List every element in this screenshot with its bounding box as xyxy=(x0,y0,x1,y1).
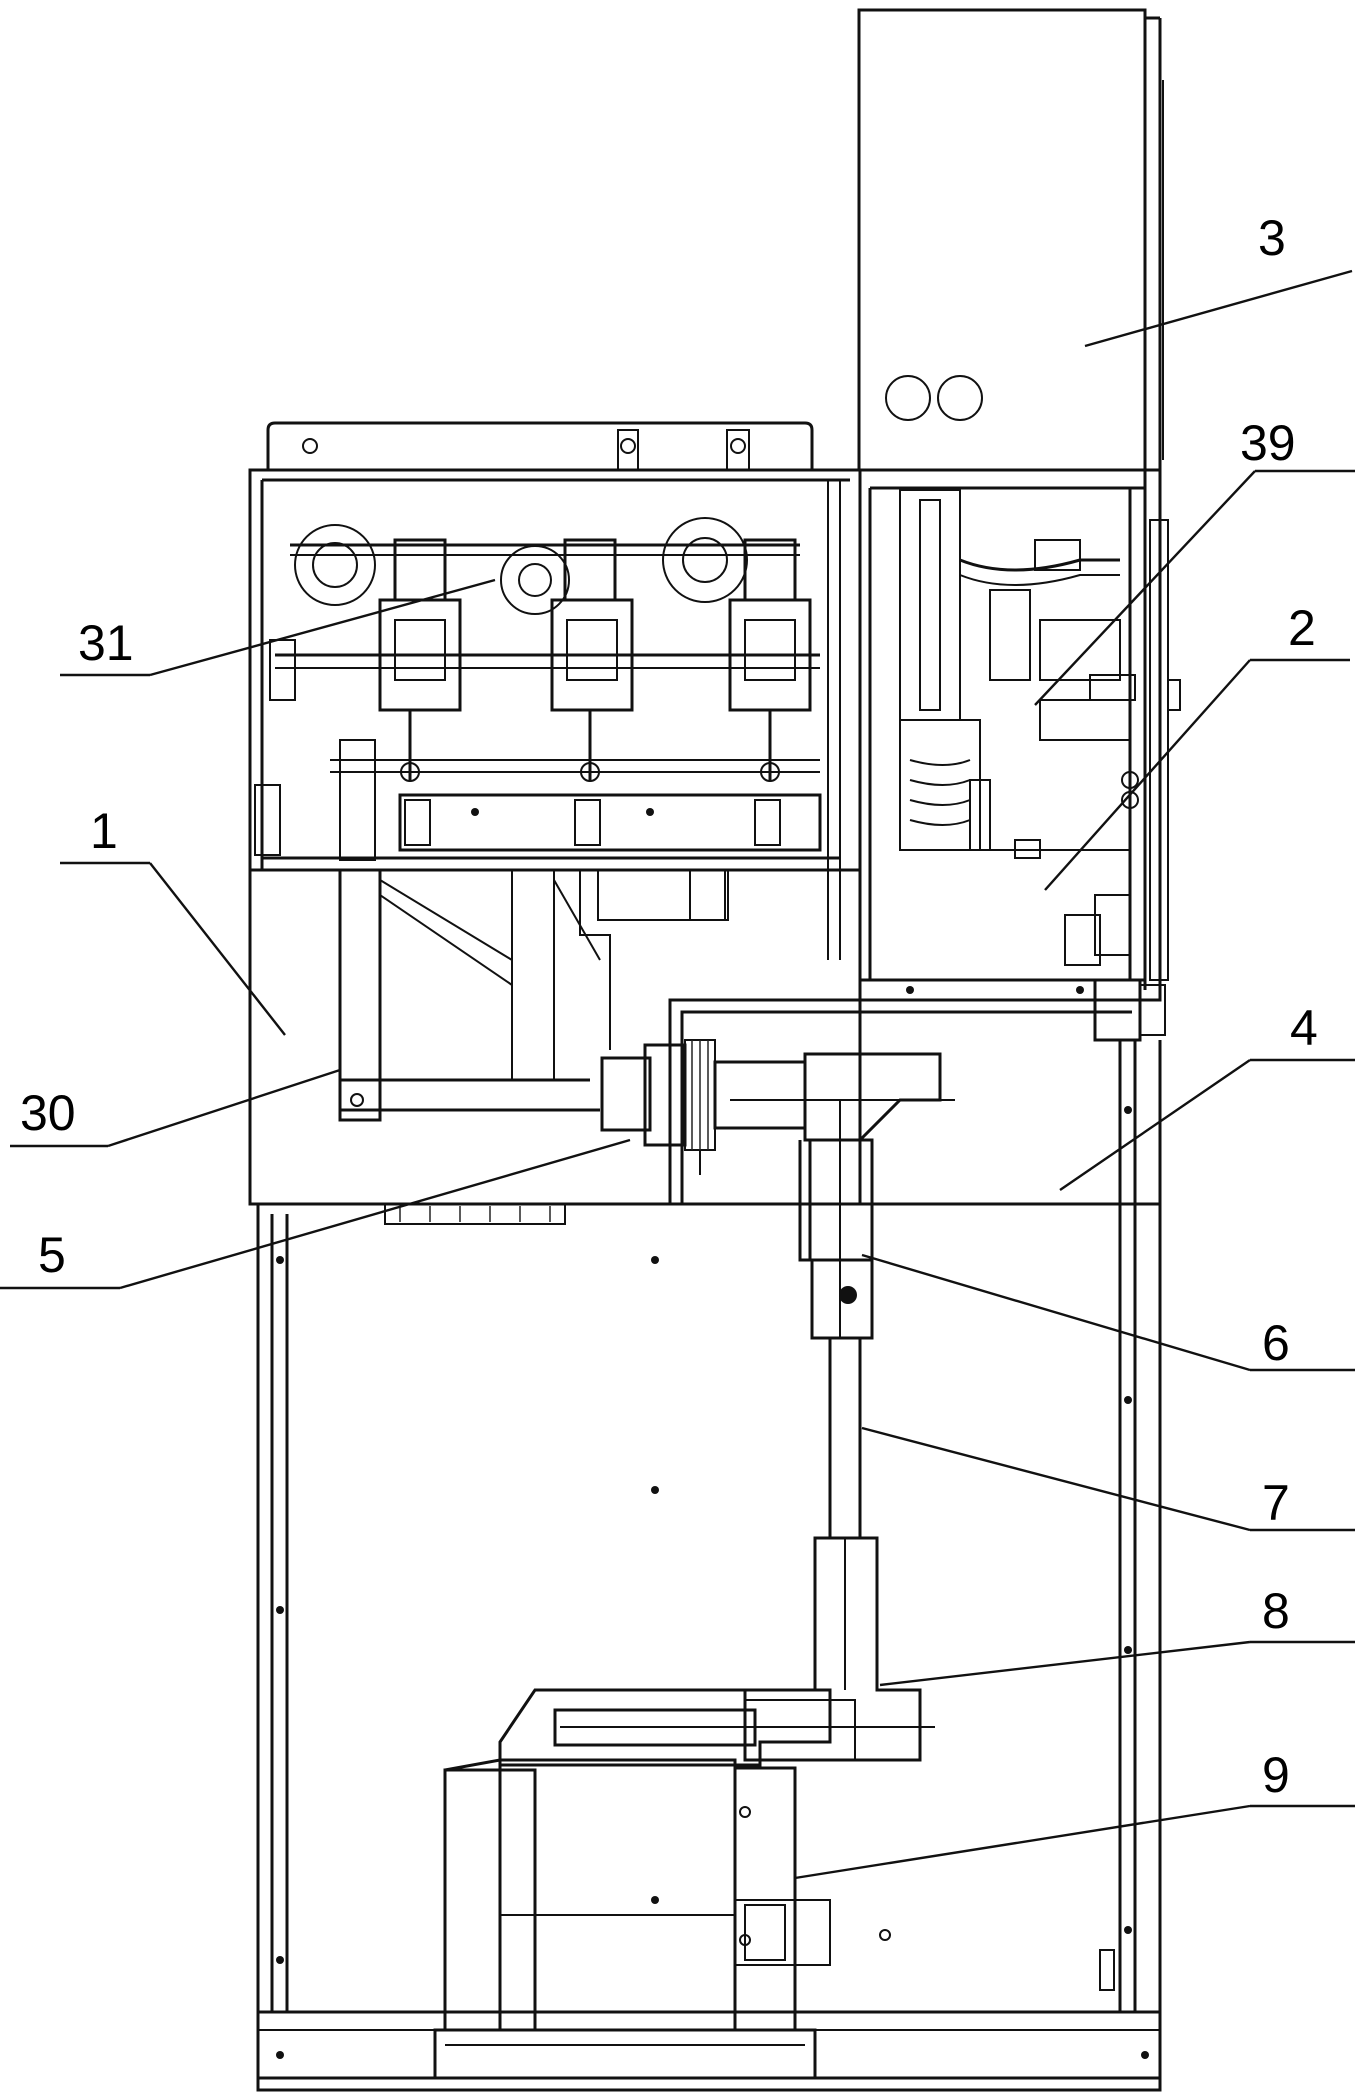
callout-31: 31 xyxy=(78,615,134,671)
callout-1: 1 xyxy=(90,803,118,859)
callout-9: 9 xyxy=(1262,1747,1290,1803)
callout-8: 8 xyxy=(1262,1583,1290,1639)
callout-4: 4 xyxy=(1290,1000,1318,1056)
callout-39: 39 xyxy=(1240,415,1296,471)
callout-2: 2 xyxy=(1288,600,1316,656)
callout-5: 5 xyxy=(38,1227,66,1283)
callout-30: 30 xyxy=(20,1085,76,1141)
pole-assembly-right xyxy=(730,540,810,781)
voltage-transformer xyxy=(435,1690,890,2078)
callout-6: 6 xyxy=(1262,1315,1290,1371)
callout-3: 3 xyxy=(1258,210,1286,266)
lower-t-connector xyxy=(560,1538,935,1760)
cable-compartment xyxy=(250,1000,1160,2090)
pole-assembly-middle xyxy=(552,540,632,781)
breaker-compartment xyxy=(860,470,1180,1040)
pole-assembly-left xyxy=(380,540,460,781)
callout-7: 7 xyxy=(1262,1475,1290,1531)
connecting-rod xyxy=(830,1338,860,1538)
bushing-and-t-connector xyxy=(602,1040,955,1338)
busbar-compartment xyxy=(250,423,860,1204)
leader-lines xyxy=(0,271,1355,1878)
low-voltage-compartment xyxy=(859,10,1163,470)
